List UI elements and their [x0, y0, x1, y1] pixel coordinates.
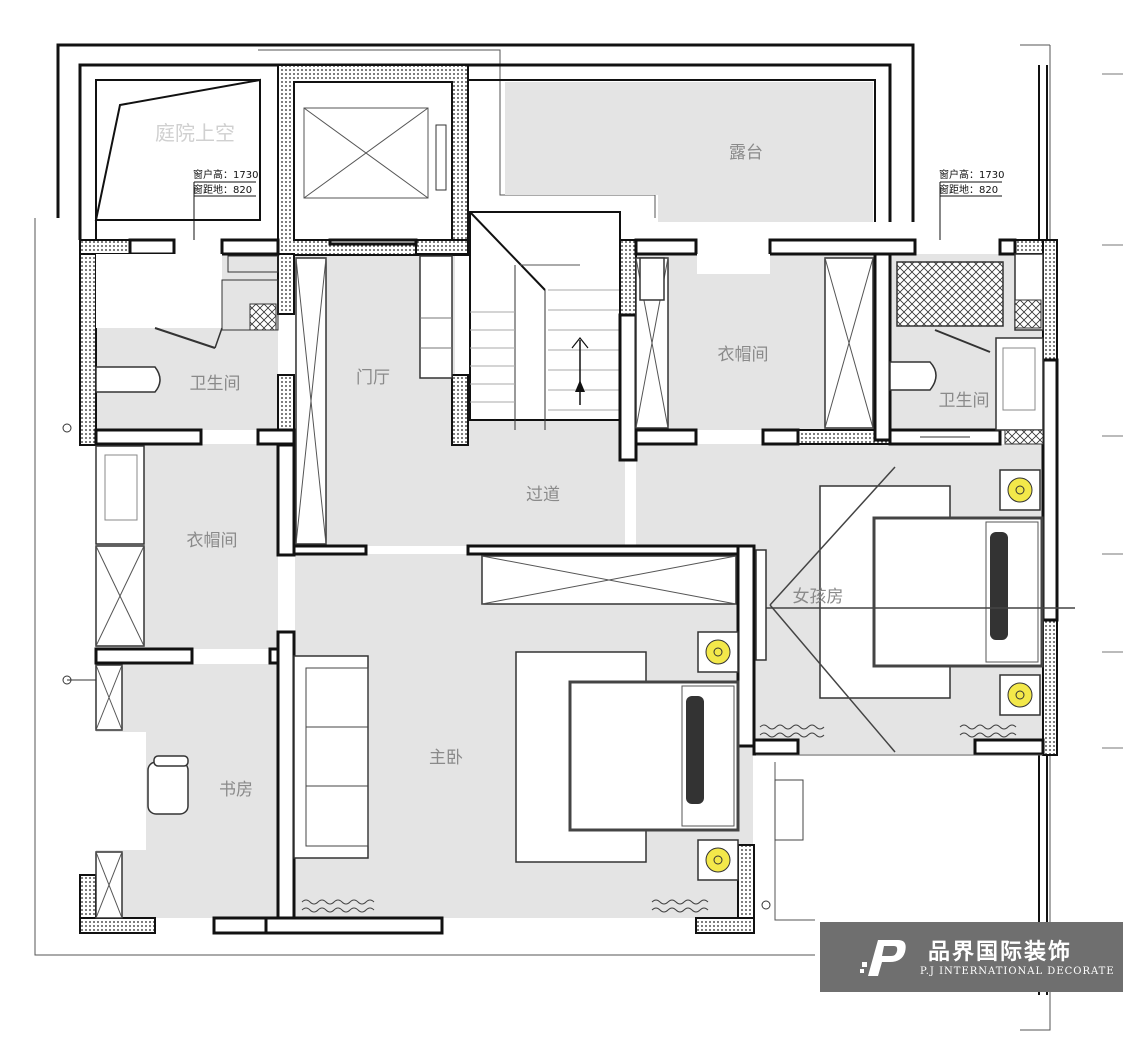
radiators — [301, 724, 1017, 913]
foyer-console — [419, 255, 453, 379]
side-markers — [1102, 73, 1123, 749]
foyer-label: 门厅 — [356, 368, 390, 388]
bath-left-label: 卫生间 — [190, 374, 241, 394]
closet-right-label: 衣帽间 — [718, 345, 769, 365]
terrace-label: 露台 — [729, 143, 763, 163]
room-labels: 门厅 过道 卫生间 卫生间 衣帽间 衣帽间 书房 主卧 女孩房 — [187, 345, 990, 800]
void-label: 庭院上空 — [155, 121, 235, 145]
study-label: 书房 — [219, 780, 253, 800]
master-sofa — [293, 655, 369, 859]
master-bedroom-label: 主卧 — [429, 748, 463, 768]
window-note-left: 窗户高：1730 窗距地：820 — [193, 168, 258, 240]
brand-watermark: 品界国际装饰 P.J INTERNATIONAL DECORATE — [820, 922, 1123, 992]
courtyard-void: 庭院上空 — [94, 78, 261, 221]
closet-left-label: 衣帽间 — [187, 531, 238, 551]
window-height-note: 窗户高：1730 — [939, 168, 1004, 181]
window-sill-note: 窗距地：820 — [939, 183, 998, 196]
window-sill-note: 窗距地：820 — [193, 183, 252, 196]
closet-right-detail — [639, 254, 770, 301]
terrace-area: 露台 — [505, 82, 873, 222]
brand-name: 品界国际装饰 — [928, 940, 1073, 965]
window-note-right: 窗户高：1730 窗距地：820 — [939, 168, 1004, 240]
wardrobes — [95, 257, 874, 919]
girls-room-label: 女孩房 — [793, 587, 844, 607]
right-bathroom-fixtures — [889, 253, 1044, 445]
girls-bed — [755, 466, 1075, 753]
lower-right-balcony — [756, 754, 1043, 921]
top-wall-frame — [56, 43, 915, 240]
brand-subtitle: P.J INTERNATIONAL DECORATE — [920, 966, 1115, 977]
lamps — [697, 469, 1041, 881]
bath-right-label: 卫生间 — [939, 391, 990, 411]
staircase — [469, 211, 621, 430]
left-bathroom-fixtures — [95, 254, 279, 545]
walls — [79, 238, 1059, 935]
corridor-label: 过道 — [526, 485, 560, 505]
study-desk — [96, 732, 189, 850]
master-bed — [515, 651, 740, 863]
brand-logo-icon — [860, 940, 906, 976]
window-height-note: 窗户高：1730 — [193, 168, 258, 181]
lift-shaft — [277, 64, 469, 256]
